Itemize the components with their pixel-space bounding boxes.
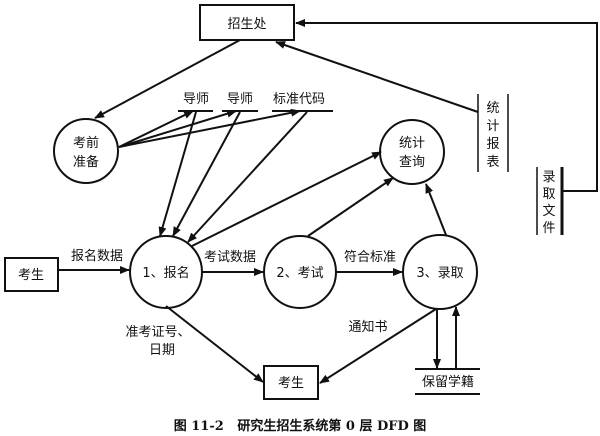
flow-label-registration-data: 报名数据 (71, 248, 123, 264)
flow-report-to-office (275, 41, 479, 113)
process-stats-query[interactable]: 统计 查询 (379, 119, 445, 185)
entity-candidate-sink[interactable]: 考生 (263, 365, 319, 400)
figure-caption: 图 11-2 研究生招生系统第 0 层 DFD 图 (174, 418, 427, 434)
flow-admit-to-candidate (319, 308, 437, 384)
entity-candidate-source[interactable]: 考生 (4, 257, 59, 292)
store-label: 文 (542, 204, 555, 219)
store-label: 导师 (227, 92, 253, 107)
process-label: 查询 (399, 155, 425, 170)
store-label: 保留学籍 (422, 374, 474, 390)
process-exam[interactable]: 2、考试 (263, 235, 337, 309)
process-label: 考前 (73, 135, 99, 151)
process-label: 统计 (399, 136, 425, 151)
flow-advisor1-to-register (158, 111, 197, 237)
store-label: 计 (486, 119, 499, 134)
store-label: 标准代码 (273, 92, 325, 107)
store-advisor-1[interactable]: 导师 (178, 92, 213, 112)
flow-label-admission-ticket: 准考证号、 (125, 325, 190, 340)
store-label: 取 (542, 187, 555, 202)
store-label: 报 (486, 137, 499, 152)
process-admit[interactable]: 3、录取 (402, 234, 478, 310)
process-label: 1、报名 (142, 265, 189, 281)
flow-prep-to-code (118, 108, 301, 148)
process-pre-exam-prep[interactable]: 考前 准备 (53, 118, 119, 184)
process-label: 准备 (73, 154, 99, 170)
flow-code-to-register (187, 111, 308, 243)
entity-label: 考生 (278, 376, 304, 391)
process-label: 2、考试 (276, 266, 323, 281)
flow-label-meets-standard: 符合标准 (344, 249, 396, 265)
store-label: 件 (542, 221, 555, 236)
store-standard-code[interactable]: 标准代码 (272, 92, 333, 112)
entity-label: 考生 (18, 268, 44, 283)
flow-register-to-query (191, 151, 382, 247)
flow-prep-to-advisor1 (118, 110, 194, 148)
flow-register-to-candidate (165, 305, 264, 383)
flow-exam-to-query (307, 177, 394, 237)
store-label: 导师 (183, 92, 209, 107)
entity-admissions-office[interactable]: 招生处 (199, 4, 295, 41)
flow-files-to-office (295, 19, 598, 192)
store-admission-files[interactable]: 录 取 文 件 (536, 167, 564, 236)
flow-label-admission-ticket: 日期 (149, 343, 175, 358)
process-label: 3、录取 (416, 266, 463, 281)
store-advisor-2[interactable]: 导师 (222, 92, 258, 112)
entity-label: 招生处 (227, 17, 266, 32)
flow-label-notice: 通知书 (348, 319, 387, 335)
flow-office-to-prep (94, 39, 241, 119)
process-register[interactable]: 1、报名 (129, 235, 203, 309)
flow-advisor2-to-register (172, 111, 241, 237)
flow-admit-to-query (425, 183, 447, 236)
store-retained-enrollment[interactable]: 保留学籍 (415, 368, 480, 395)
store-label: 录 (542, 170, 555, 185)
store-label: 统 (486, 101, 499, 116)
store-label: 表 (486, 155, 499, 170)
flow-label-exam-data: 考试数据 (204, 250, 256, 265)
flow-prep-to-advisor2 (118, 109, 237, 148)
store-stats-report[interactable]: 统 计 报 表 (477, 94, 509, 172)
